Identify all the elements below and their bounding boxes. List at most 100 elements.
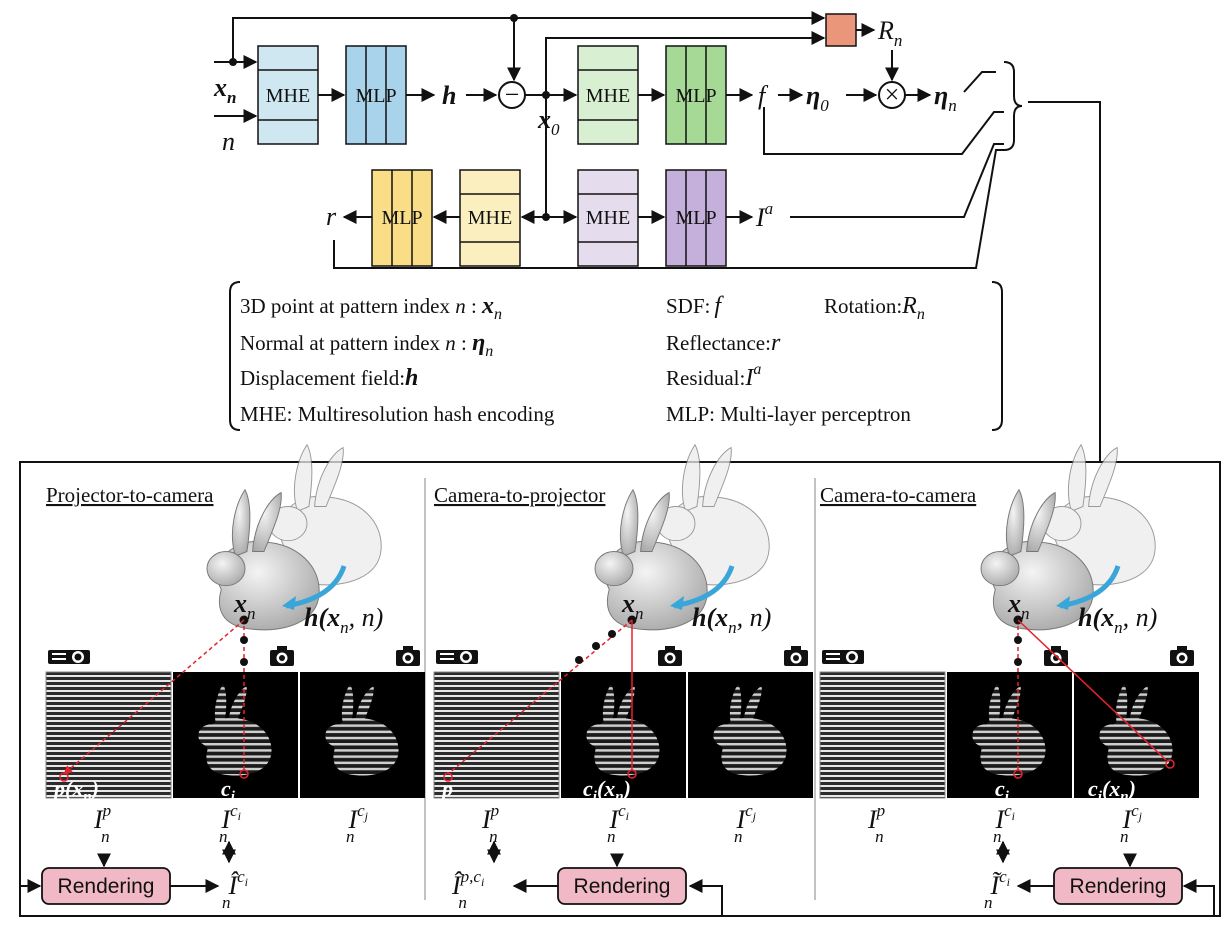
pattern-point-label: p(xn): [52, 776, 99, 805]
camera-i-bunny: [586, 684, 660, 776]
panel-title: Camera-to-camera: [820, 483, 977, 507]
camera-point-label: ci: [221, 776, 236, 805]
times-symbol: ×: [885, 80, 900, 109]
mlp-label-purple: MLP: [675, 207, 716, 229]
legend-displacement: Displacement field:h: [240, 365, 418, 391]
rendering-label: Rendering: [574, 875, 671, 898]
bunny-ghost: [656, 443, 770, 586]
point-label: xn: [621, 589, 644, 623]
ray-to-camera-j: [1017, 619, 1167, 761]
camera-i-point-label: ci: [995, 776, 1010, 805]
legend-point: 3D point at pattern index n : xn: [240, 293, 502, 323]
h-label: h: [442, 81, 456, 110]
legend-sdf: SDF:f: [666, 293, 724, 319]
pattern-point-label: p: [440, 776, 453, 801]
minus-symbol: −: [505, 80, 520, 109]
legend-reflectance: Reflectance:r: [666, 330, 781, 356]
network-section: MHE MLP MHE MLP MLP: [213, 11, 1101, 462]
mhe-block-yellow: [459, 169, 521, 267]
camera-j-icon: [396, 646, 420, 666]
legend-residual: Residual:Ia: [666, 361, 761, 391]
camera-j-bunny: [325, 684, 399, 776]
pattern-image: [433, 671, 560, 799]
displacement-arrow: [673, 565, 735, 609]
camera-j-bunny: [1099, 684, 1173, 776]
point-label: xn: [233, 589, 256, 623]
camera-j-bunny: [713, 684, 787, 776]
legend-rotation: Rotation:Rn: [824, 293, 925, 323]
panel-title: Camera-to-projector: [434, 483, 605, 507]
eta-n-label: ηn: [934, 81, 957, 115]
rotation-block: [825, 13, 857, 47]
projector-icon: [436, 650, 478, 664]
eta0-label: η0: [806, 81, 829, 115]
legend-mhe: MHE: Multiresolution hash encoding: [240, 402, 555, 426]
ray-to-projector: [447, 619, 633, 775]
mlp-label-yellow: MLP: [381, 207, 422, 229]
mhe-block-purple: [577, 169, 639, 267]
input-x: xn: [213, 73, 236, 107]
camera-i-icon: [658, 646, 682, 666]
feedback-arrow-3: [1182, 879, 1215, 916]
displacement-label: h(xn, n): [692, 603, 771, 637]
legend-mlp: MLP: Multi-layer perceptron: [666, 402, 911, 426]
rotation-label: Rn: [877, 16, 902, 50]
mhe-label-green: MHE: [586, 85, 630, 107]
mhe-label-blue: MHE: [266, 85, 310, 107]
panel-title: Projector-to-camera: [46, 483, 214, 507]
displacement-label: h(xn, n): [1078, 603, 1157, 637]
projector-icon: [822, 650, 864, 664]
camera-i-bunny: [972, 684, 1046, 776]
camera-j-icon: [1170, 646, 1194, 666]
mhe-block-blue: [257, 45, 319, 145]
legend-normal: Normal at pattern index n : ηn: [240, 330, 493, 360]
mhe-label-yellow: MHE: [468, 207, 512, 229]
ray-to-projector: [63, 619, 245, 775]
camera-j-icon: [784, 646, 808, 666]
displacement-arrow: [285, 565, 347, 609]
displacement-arrowhead: [670, 596, 684, 610]
r-label: r: [326, 202, 337, 231]
displacement-arrow: [1059, 565, 1121, 609]
f-label: f: [758, 81, 769, 110]
mlp-label-blue: MLP: [355, 85, 396, 107]
point-label: xn: [1007, 589, 1030, 623]
residual-label: Ia: [755, 199, 773, 232]
displacement-arrowhead: [1056, 596, 1070, 610]
camera-i-icon: [270, 646, 294, 666]
panels-frame: [19, 461, 1221, 917]
mlp-block-yellow: [371, 169, 433, 267]
mlp-block-purple: [665, 169, 727, 267]
displacement-label: h(xn, n): [304, 603, 383, 637]
camera-i-bunny: [198, 684, 272, 776]
legend: 3D point at pattern index n : xn Normal …: [229, 281, 1003, 431]
camera-j-point-label: cj(xn): [1088, 776, 1136, 805]
mhe-block-green: [577, 45, 639, 145]
camera-point-label: ci(xn): [583, 776, 631, 805]
mhe-label-purple: MHE: [586, 207, 630, 229]
rendering-label: Rendering: [58, 875, 155, 898]
rendering-label: Rendering: [1070, 875, 1167, 898]
mlp-label-green: MLP: [675, 85, 716, 107]
feedback-arrow-2: [688, 879, 723, 916]
projector-icon: [48, 650, 90, 664]
x0-label: x0: [537, 105, 560, 139]
pattern-image: [819, 671, 946, 799]
